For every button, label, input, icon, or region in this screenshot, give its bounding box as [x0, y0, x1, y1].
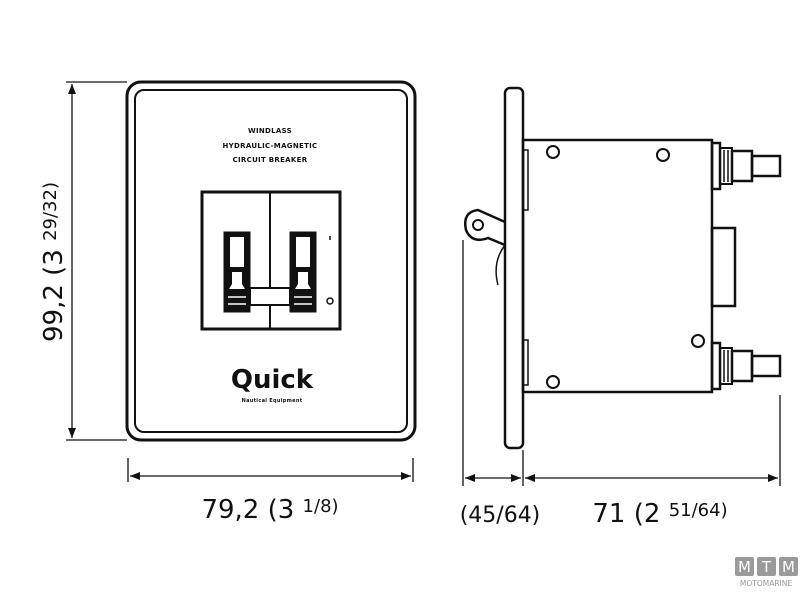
depth-dimension [462, 240, 781, 486]
flange-plate [503, 86, 525, 450]
toggle-lever [464, 208, 506, 286]
label-line-3: CIRCUIT BREAKER [233, 156, 308, 164]
toggle-left[interactable] [223, 231, 251, 313]
label-line-2: HYDRAULIC-MAGNETIC [223, 142, 318, 150]
width-label: 79,2 (3 1/8) [201, 495, 338, 525]
flange-label: (45/64) [460, 503, 541, 528]
terminal-bottom [710, 341, 782, 391]
panel-inner [134, 89, 408, 433]
depth-label: 71 (2 51/64) [592, 499, 727, 529]
terminal-top [710, 141, 782, 191]
height-label: 99,2 (3 29/32) [39, 182, 69, 342]
svg-text:M: M [782, 558, 795, 576]
motomarine-watermark: M T M MOTOMARINE [735, 557, 798, 588]
label-line-1: WINDLASS [248, 127, 292, 135]
toggle-bridge [249, 287, 291, 306]
front-view [125, 80, 417, 442]
breaker-body [521, 138, 714, 394]
height-dimension [66, 81, 127, 441]
width-dimension [127, 458, 414, 482]
side-bump [710, 226, 737, 308]
panel-outer [125, 80, 417, 442]
svg-text:T: T [761, 558, 772, 576]
brand-logo: Quick [231, 365, 314, 395]
side-view [464, 86, 782, 450]
svg-text:M: M [738, 558, 751, 576]
brand-tagline: Nautical Equipment [242, 398, 303, 404]
svg-text:MOTOMARINE: MOTOMARINE [740, 579, 792, 588]
toggle-right[interactable] [289, 231, 317, 313]
